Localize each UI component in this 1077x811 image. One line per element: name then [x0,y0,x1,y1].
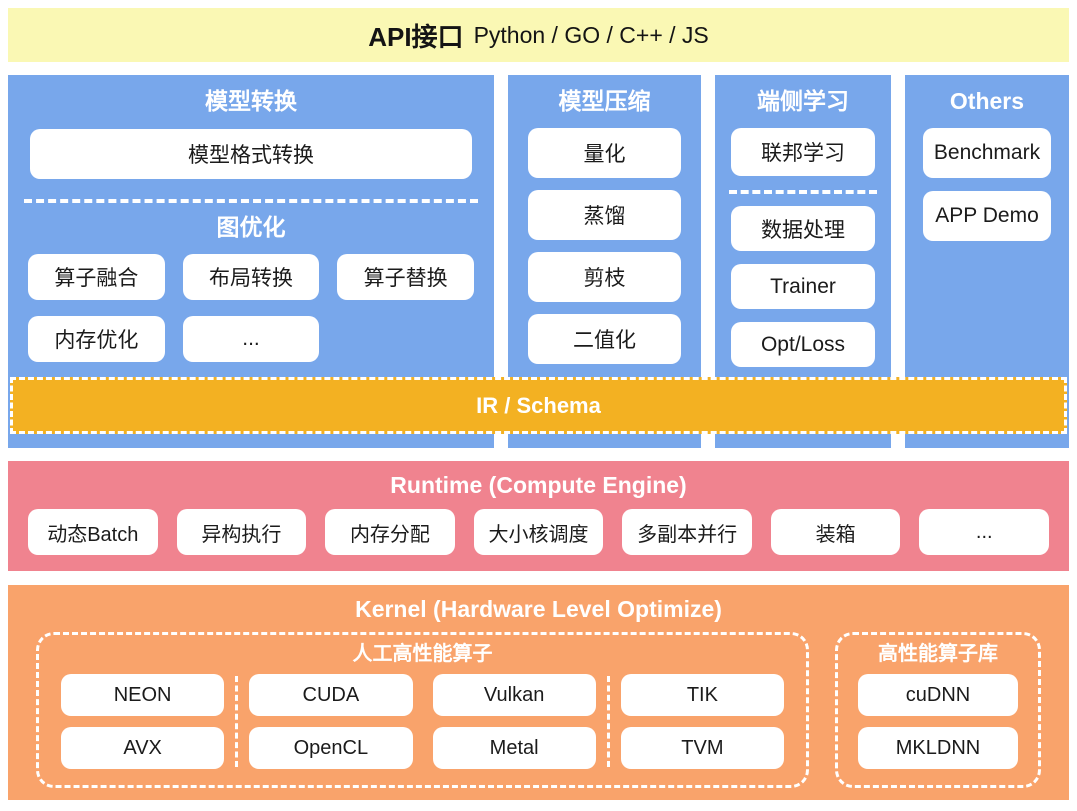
box-metal: Metal [432,727,596,769]
box-ellipsis: ... [182,316,320,362]
npu-compiler-column: TIK TVM [611,674,794,769]
graph-optimization-grid: 算子融合 布局转换 算子替换 内存优化 ... [28,254,474,362]
handcrafted-operators-container: 人工高性能算子 NEON AVX CUDA OpenCL Vulkan Meta… [36,632,809,788]
ir-schema-label: IR / Schema [476,392,601,418]
handcrafted-operators-title: 人工高性能算子 [352,643,493,665]
box-quantization: 量化 [528,128,681,178]
box-cudnn: cuDNN [858,674,1018,716]
box-cuda: CUDA [249,674,413,716]
box-operator-replacement: 算子替换 [337,254,474,300]
box-pruning: 剪枝 [528,252,681,302]
box-big-little-core-scheduling: 大小核调度 [473,509,604,555]
box-data-processing: 数据处理 [731,206,875,251]
gpu-column-1: CUDA OpenCL [239,674,422,769]
box-operator-fusion: 算子融合 [28,254,165,300]
panel-model-compression-title: 模型压缩 [558,88,651,114]
cpu-simd-column: NEON AVX [51,674,234,769]
handcrafted-operators-grid: NEON AVX CUDA OpenCL Vulkan Metal TIK [51,674,794,769]
ir-schema-bar: IR / Schema [10,377,1067,434]
api-banner: API接口 Python / GO / C++ / JS [8,8,1069,62]
box-model-format-conversion: 模型格式转换 [30,129,472,179]
dashed-vertical-divider [235,676,239,767]
library-stack: cuDNN MKLDNN [850,674,1026,769]
graph-optimization-title: 图优化 [216,214,286,240]
box-opencl: OpenCL [249,727,413,769]
panel-others-title: Others [949,88,1025,114]
box-opt-loss: Opt/Loss [731,322,875,367]
box-layout-conversion: 布局转换 [182,254,320,300]
runtime-layer: Runtime (Compute Engine) 动态Batch 异构执行 内存… [8,461,1069,571]
others-stack: Benchmark APP Demo [905,128,1069,241]
box-binarization: 二值化 [528,314,681,364]
box-trainer: Trainer [731,264,875,309]
panel-model-conversion-title: 模型转换 [205,88,297,114]
box-memory-allocation: 内存分配 [325,509,455,555]
dashed-divider [24,199,478,203]
dashed-divider [729,190,877,194]
box-multi-replica-parallel: 多副本并行 [622,509,752,555]
box-mkldnn: MKLDNN [858,727,1018,769]
tools-layer: 模型转换 模型格式转换 图优化 算子融合 布局转换 算子替换 内存优化 ... … [8,75,1069,448]
kernel-title: Kernel (Hardware Level Optimize) [355,596,722,622]
api-banner-title: API接口 [368,21,464,52]
box-distillation: 蒸馏 [528,190,681,240]
box-federated-learning: 联邦学习 [731,128,875,176]
box-packing: 装箱 [770,509,901,555]
runtime-row: 动态Batch 异构执行 内存分配 大小核调度 多副本并行 装箱 ... [28,509,1050,555]
learning-stack: 数据处理 Trainer Opt/Loss [715,206,891,367]
box-dynamic-batch: 动态Batch [28,509,158,555]
runtime-title: Runtime (Compute Engine) [390,472,687,498]
box-avx: AVX [61,727,225,769]
panel-on-device-learning-title: 端侧学习 [757,88,849,114]
high-performance-library-title: 高性能算子库 [878,643,998,665]
gpu-column-2: Vulkan Metal [423,674,606,769]
box-neon: NEON [61,674,225,716]
dashed-vertical-divider [606,676,610,767]
box-memory-optimization: 内存优化 [28,316,165,362]
high-performance-library-container: 高性能算子库 cuDNN MKLDNN [835,632,1041,788]
box-app-demo: APP Demo [923,191,1051,241]
box-heterogeneous-execution: 异构执行 [176,509,307,555]
compression-stack: 量化 蒸馏 剪枝 二值化 [508,128,701,364]
box-vulkan: Vulkan [432,674,596,716]
box-benchmark: Benchmark [923,128,1051,178]
box-tvm: TVM [620,727,784,769]
box-ellipsis: ... [919,509,1050,555]
kernel-content: 人工高性能算子 NEON AVX CUDA OpenCL Vulkan Meta… [36,632,1041,788]
box-tik: TIK [620,674,784,716]
api-banner-languages: Python / GO / C++ / JS [473,21,709,48]
kernel-layer: Kernel (Hardware Level Optimize) 人工高性能算子… [8,585,1069,800]
